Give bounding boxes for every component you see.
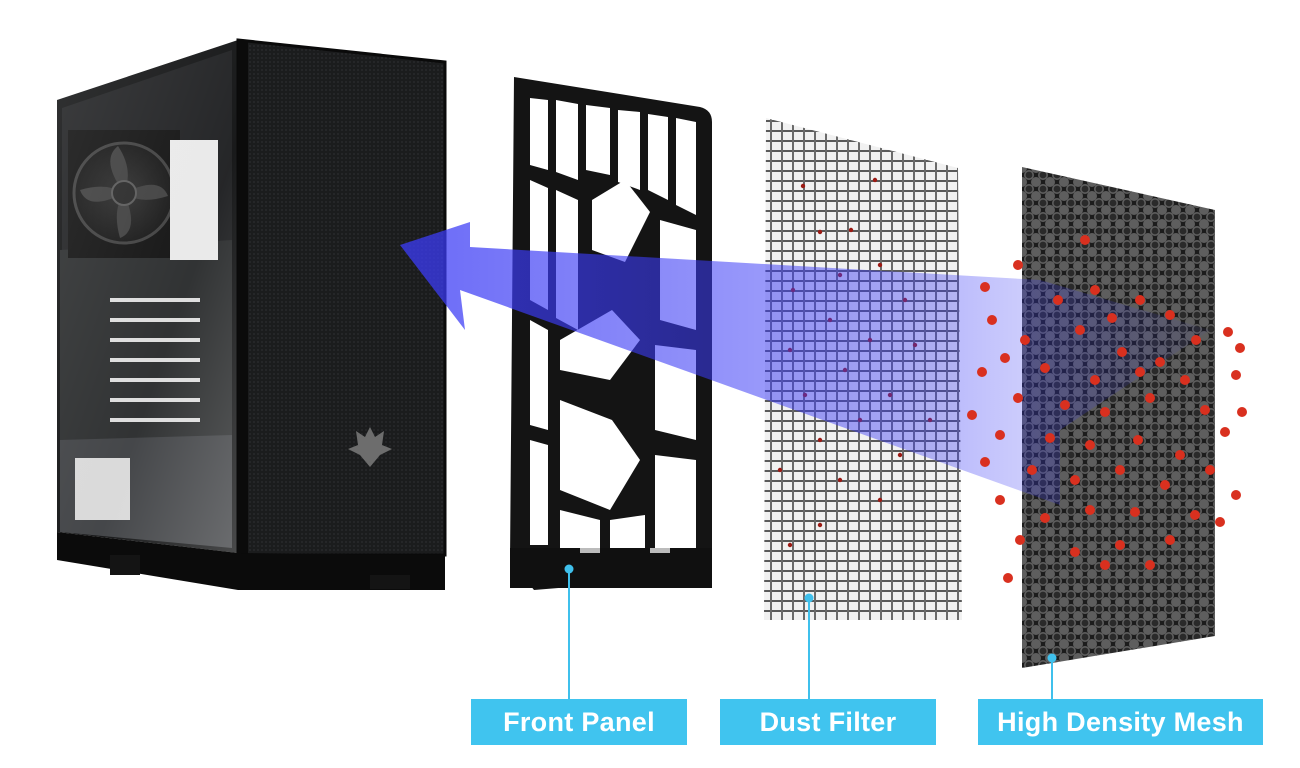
dust-particles [967, 235, 1247, 583]
label-backgrounds [471, 699, 1263, 745]
high-density-mesh-label: High Density Mesh [997, 706, 1244, 737]
bat-logo-icon [348, 427, 392, 467]
front-panel-label: Front Panel [503, 706, 655, 737]
pc-case [57, 38, 447, 590]
dust-filter-label: Dust Filter [759, 706, 897, 737]
leader-lines [564, 564, 1057, 699]
airflow-arrow [400, 222, 1210, 505]
